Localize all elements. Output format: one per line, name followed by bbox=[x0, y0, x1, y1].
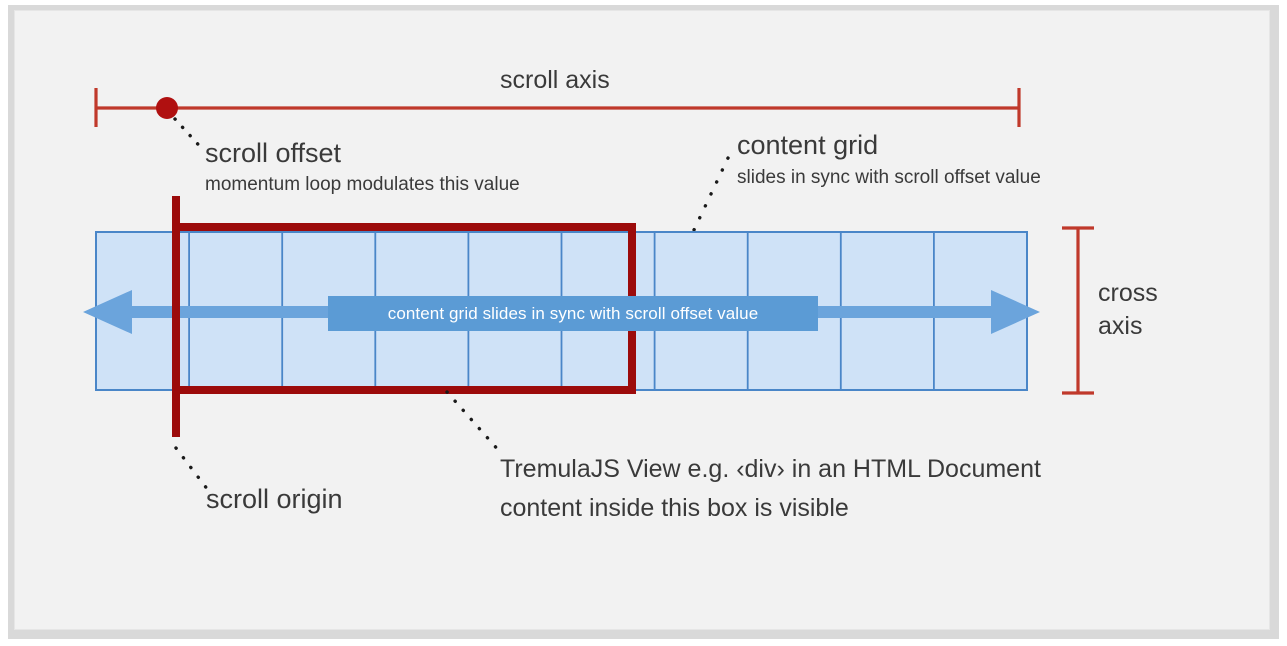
scroll-axis-ruler bbox=[94, 88, 1021, 127]
content-grid-label: content grid bbox=[737, 130, 879, 160]
cross-axis-label-line2: axis bbox=[1098, 311, 1143, 340]
scroll-origin-label: scroll origin bbox=[206, 484, 343, 514]
scroll-offset-marker-dot bbox=[156, 97, 178, 119]
view-box-leader-line bbox=[445, 390, 502, 454]
arrow-left-head bbox=[83, 290, 132, 334]
cross-axis-label: cross axis bbox=[1098, 277, 1158, 342]
content-grid-banner: content grid slides in sync with scroll … bbox=[328, 296, 818, 331]
scroll-offset-label: scroll offset bbox=[205, 138, 342, 168]
scroll-offset-sublabel: momentum loop modulates this value bbox=[205, 174, 520, 195]
content-grid-sublabel: slides in sync with scroll offset value bbox=[737, 167, 1041, 188]
arrow-right-head bbox=[991, 290, 1040, 334]
scroll-origin-leader-line bbox=[174, 446, 210, 492]
scroll-offset-leader-line bbox=[173, 117, 207, 154]
cross-axis-measure bbox=[1062, 226, 1094, 395]
cross-axis-label-line1: cross bbox=[1098, 279, 1158, 307]
view-box-label-line1: TremulaJS View e.g. ‹div› in an HTML Doc… bbox=[500, 455, 1041, 483]
scroll-axis-label: scroll axis bbox=[500, 66, 610, 94]
view-box-label-line2: content inside this box is visible bbox=[500, 494, 849, 522]
